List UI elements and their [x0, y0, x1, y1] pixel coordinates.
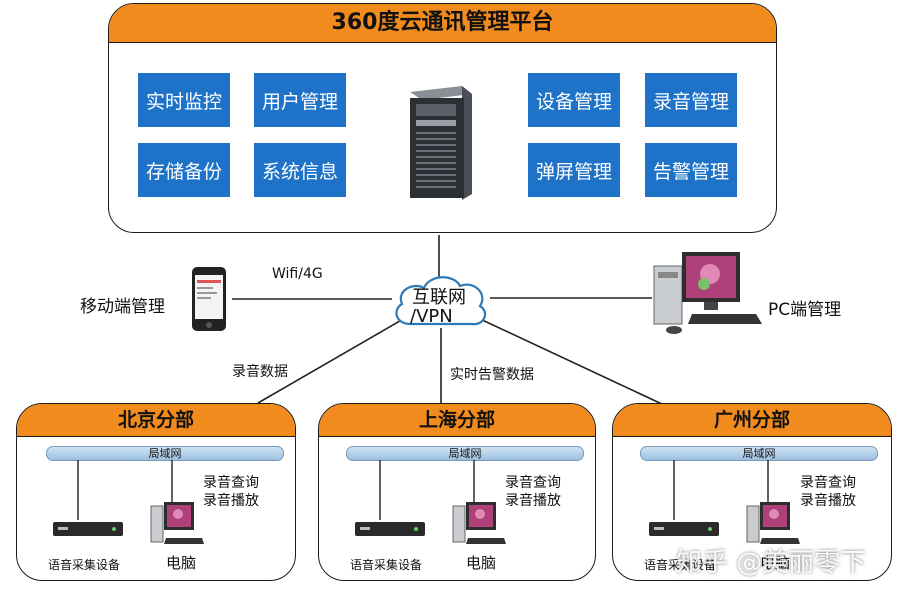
realtime-alarm-data-label: 实时告警数据 [450, 367, 534, 383]
computer-label-beijing: 电脑 [166, 554, 197, 572]
lan-drops-guangzhou [673, 460, 769, 520]
zhihu-watermark: 知乎 @美丽零下 [676, 548, 867, 578]
computer-icon [452, 502, 506, 544]
lan-drops-shanghai [379, 460, 475, 520]
lan-bar-beijing: 局域网 [46, 446, 284, 461]
voice-capture-device-label: 语音采集设备 [644, 558, 717, 572]
voice-capture-device-label: 语音采集设备 [350, 558, 423, 572]
computer-icon [150, 502, 204, 544]
module-realtime-monitor: 实时监控 [138, 73, 230, 127]
line-internet-beijing [257, 317, 406, 404]
computer-label-guangzhou: 电脑 [760, 554, 791, 572]
record-playback-label-guangzhou: 录音播放 [800, 493, 856, 509]
voice-capture-device-label: 语音采集设备 [48, 558, 121, 572]
lan-bar-shanghai: 局域网 [346, 446, 584, 461]
pc-computer-icon [653, 252, 762, 334]
module-storage-backup: 存储备份 [138, 143, 230, 197]
recording-data-label: 录音数据 [232, 364, 288, 380]
record-playback-label-beijing: 录音播放 [203, 493, 259, 509]
lan-drops-beijing [77, 460, 173, 520]
internet-cloud-icon [395, 276, 487, 326]
mobile-phone-icon [192, 267, 226, 331]
pc-management-label: PC端管理 [768, 300, 842, 320]
record-query-label-guangzhou: 录音查询 [800, 475, 856, 491]
internet-label-line2: /VPN [410, 306, 453, 327]
module-user-management: 用户管理 [254, 73, 346, 127]
voice-capture-device-icon [649, 522, 719, 536]
branch-title-shanghai: 上海分部 [319, 404, 595, 437]
wifi-4g-label: Wifi/4G [272, 266, 323, 282]
voice-capture-device-icon [53, 522, 123, 536]
branch-panel-shanghai: 上海分部 [318, 403, 596, 581]
module-alarm-management: 告警管理 [645, 143, 737, 197]
module-popup-management: 弹屏管理 [528, 143, 620, 197]
module-device-management: 设备管理 [528, 73, 620, 127]
lan-bar-guangzhou: 局域网 [640, 446, 878, 461]
module-recording-management: 录音管理 [645, 73, 737, 127]
branch-title-beijing: 北京分部 [17, 404, 295, 437]
record-query-label-shanghai: 录音查询 [505, 475, 561, 491]
mobile-management-label: 移动端管理 [80, 297, 165, 317]
branch-panel-guangzhou: 广州分部 [612, 403, 892, 581]
module-system-info: 系统信息 [254, 143, 346, 197]
line-internet-guangzhou [477, 317, 665, 406]
computer-label-shanghai: 电脑 [466, 554, 497, 572]
branch-title-guangzhou: 广州分部 [613, 404, 891, 437]
branch-panel-beijing: 北京分部 [16, 403, 296, 581]
voice-capture-device-icon [355, 522, 425, 536]
record-query-label-beijing: 录音查询 [203, 475, 259, 491]
platform-title: 360度云通讯管理平台 [109, 4, 776, 43]
computer-icon [746, 502, 800, 544]
record-playback-label-shanghai: 录音播放 [505, 493, 561, 509]
internet-label-line1: 互联网 [412, 287, 466, 308]
server-icon [410, 86, 472, 200]
